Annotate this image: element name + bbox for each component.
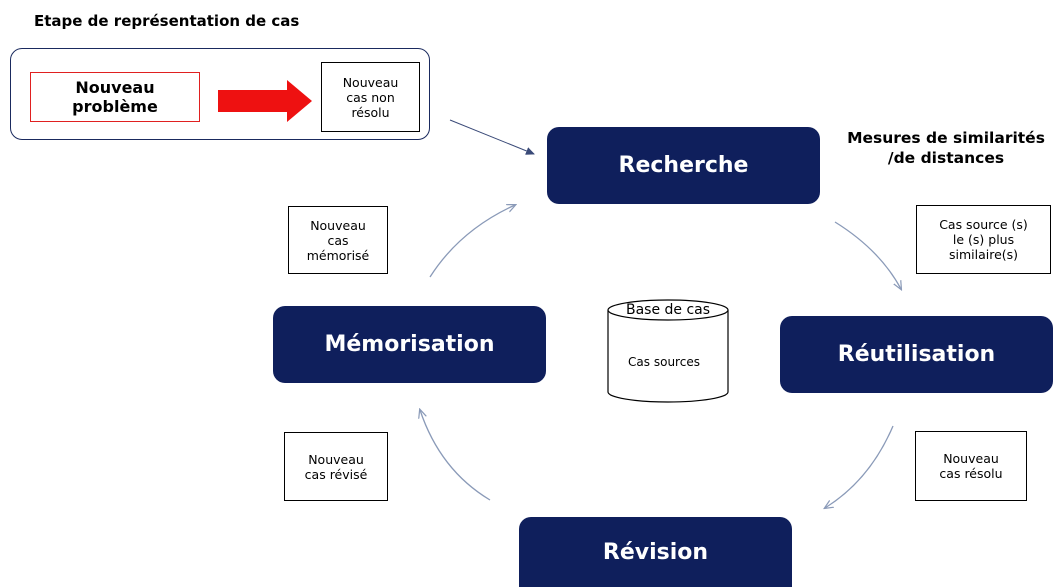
phase-retain: Mémorisation — [273, 306, 546, 383]
red-right-arrow — [218, 80, 312, 122]
arrow-to-retrieve — [449, 119, 535, 155]
arrow-retrieve-to-reuse — [834, 221, 901, 289]
arrow-reuse-to-revise — [825, 425, 894, 508]
solved-case-box: Nouveau cas résolu — [915, 431, 1027, 501]
phase-revise: Révision — [519, 517, 792, 587]
new-problem-box: Nouveau problème — [30, 72, 200, 122]
similar-source-cases-box: Cas source (s) le (s) plus similaire(s) — [916, 205, 1051, 274]
similarity-measures-label: Mesures de similarités /de distances — [847, 129, 1045, 167]
phase-reuse: Réutilisation — [780, 316, 1053, 393]
phase-retrieve: Recherche — [547, 127, 820, 204]
representation-panel — [10, 48, 430, 140]
memorized-case-box: Nouveau cas mémorisé — [288, 206, 388, 274]
case-base-content: Cas sources — [628, 355, 700, 369]
diagram-title: Etape de représentation de cas — [34, 12, 300, 30]
arrow-revise-to-retain — [420, 410, 491, 501]
unsolved-case-box: Nouveau cas non résolu — [321, 62, 420, 132]
case-base-cylinder — [607, 299, 729, 403]
arrow-retain-to-retrieve — [429, 205, 515, 278]
case-base-title: Base de cas — [625, 302, 711, 318]
revised-case-box: Nouveau cas révisé — [284, 432, 388, 501]
